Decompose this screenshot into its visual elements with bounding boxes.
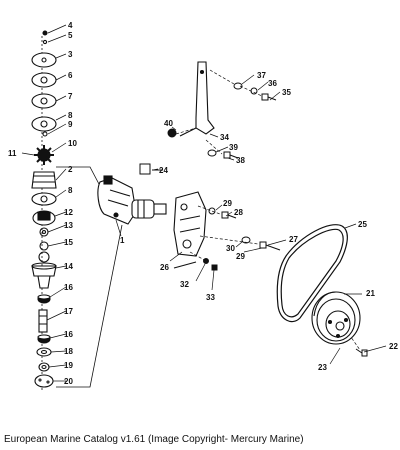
callout-36: 36: [268, 79, 277, 88]
callout-26: 26: [160, 263, 169, 272]
callout-13: 13: [64, 221, 73, 230]
callout-11: 11: [8, 149, 17, 158]
callout-12: 12: [64, 208, 73, 217]
drive-belt-part-25: [276, 224, 348, 323]
part-oring: [38, 251, 50, 263]
callout-35: 35: [282, 88, 291, 97]
callout-8a: 8: [68, 111, 73, 120]
part-seal: [39, 227, 49, 237]
callout-23: 23: [318, 363, 327, 372]
pump-assembly: [97, 175, 167, 225]
callout-15: 15: [64, 238, 73, 247]
callout-38: 38: [236, 156, 245, 165]
callout-16b: 16: [64, 330, 73, 339]
callout-6: 6: [68, 71, 73, 80]
callout-33: 33: [206, 293, 215, 302]
callout-1: 1: [120, 236, 125, 245]
part-plate: [31, 93, 57, 109]
callout-34: 34: [220, 133, 229, 142]
callout-labels: 4 5 3 6 7 8 9 10 11 2 8 12 13 15 14 16 1…: [8, 21, 398, 386]
callout-3: 3: [68, 50, 73, 59]
part-housing: [31, 171, 57, 189]
callout-22: 22: [389, 342, 398, 351]
part-washer: [42, 39, 48, 45]
image-caption: European Marine Catalog v1.61 (Image Cop…: [4, 434, 304, 445]
callout-2: 2: [68, 165, 73, 174]
callout-30: 30: [226, 244, 235, 253]
callout-29a: 29: [223, 199, 232, 208]
fitting-part-24: [139, 163, 163, 175]
part-gasket: [31, 72, 57, 88]
callout-8b: 8: [68, 186, 73, 195]
callout-19: 19: [64, 361, 73, 370]
callout-29b: 29: [236, 252, 245, 261]
callout-24: 24: [159, 166, 168, 175]
callout-37: 37: [257, 71, 266, 80]
callout-16a: 16: [64, 283, 73, 292]
part-shaft: [38, 309, 48, 333]
callout-40: 40: [164, 119, 173, 128]
part-screw: [42, 30, 48, 36]
part-impeller: [34, 145, 54, 165]
callout-32: 32: [180, 280, 189, 289]
callout-27: 27: [289, 235, 298, 244]
part-ring: [39, 241, 49, 251]
pulley-part-21: [311, 291, 361, 345]
callout-17: 17: [64, 307, 73, 316]
callout-5: 5: [68, 31, 73, 40]
bracket-part-26: [173, 191, 207, 269]
part-cover-plate: [31, 52, 57, 68]
small-fasteners: [167, 82, 368, 357]
part-spacer: [38, 362, 50, 372]
part-gasket-2: [31, 116, 57, 132]
callout-39: 39: [229, 143, 238, 152]
part-gasket-3: [31, 192, 57, 206]
callout-4: 4: [68, 21, 73, 30]
callout-28: 28: [234, 208, 243, 217]
callout-7: 7: [68, 92, 73, 101]
pump-component-stack: [31, 30, 57, 392]
part-bearing-housing: [31, 265, 57, 277]
part-end-plate: [34, 374, 54, 388]
callout-9: 9: [68, 120, 73, 129]
callout-25: 25: [358, 220, 367, 229]
parts-exploded-diagram: 4 5 3 6 7 8 9 10 11 2 8 12 13 15 14 16 1…: [8, 21, 398, 392]
right-leader-lines: [115, 74, 387, 365]
bracket-part-34: [179, 61, 215, 137]
alignment-lines: [175, 69, 361, 351]
part-washer-2: [36, 347, 52, 357]
callout-21: 21: [366, 289, 375, 298]
callout-14: 14: [64, 262, 73, 271]
callout-10: 10: [68, 139, 77, 148]
left-leader-lines: [21, 24, 67, 382]
part-pin: [42, 131, 48, 137]
callout-18: 18: [64, 347, 73, 356]
callout-20: 20: [64, 377, 73, 386]
